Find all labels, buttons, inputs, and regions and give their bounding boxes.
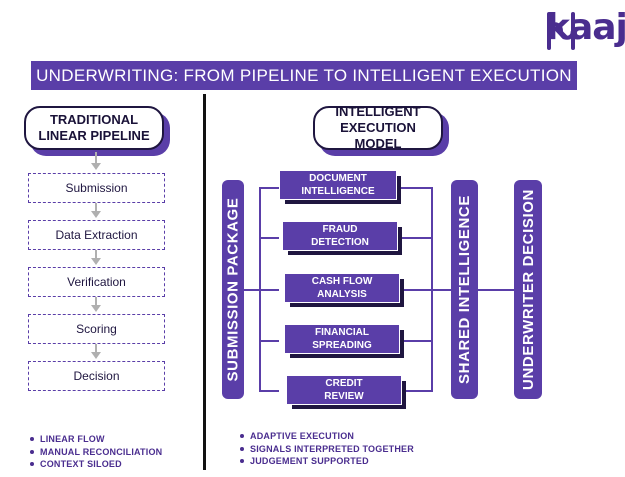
module-document-intelligence: DOCUMENT INTELLIGENCE	[279, 170, 397, 200]
intelligent-header-line2: EXECUTION MODEL	[340, 120, 416, 151]
pipeline-step-verification: Verification	[28, 267, 165, 297]
module-label-line2: DETECTION	[311, 237, 369, 248]
pipeline-step-data-extraction: Data Extraction	[28, 220, 165, 250]
module-credit-review: CREDIT REVIEW	[286, 375, 402, 405]
module-label-line2: INTELLIGENCE	[301, 186, 375, 197]
arrow-stem	[95, 297, 97, 305]
module-label-line1: CASH FLOW	[311, 276, 373, 287]
bullet-item: LINEAR FLOW	[30, 433, 195, 446]
module-label-line2: SPREADING	[312, 340, 372, 351]
module-label-line2: REVIEW	[324, 391, 364, 402]
module-fraud-detection: FRAUD DETECTION	[282, 221, 398, 251]
logo-wordmark: kaaj	[546, 7, 625, 48]
connector-line	[400, 289, 433, 291]
underwriter-decision-label: UNDERWRITER DECISION	[519, 189, 537, 390]
connector-line	[259, 390, 279, 392]
bullet-item: CONTEXT SILOED	[30, 458, 195, 471]
module-label-line1: CREDIT	[325, 378, 363, 389]
shared-intelligence-label: SHARED INTELLIGENCE	[456, 195, 474, 384]
connector-line	[400, 237, 433, 239]
module-label-line1: DOCUMENT	[309, 173, 367, 184]
connector-line	[259, 187, 279, 189]
module-label-line1: FINANCIAL	[315, 327, 369, 338]
arrow-down-icon	[91, 352, 101, 359]
pipeline-step-scoring: Scoring	[28, 314, 165, 344]
arrow-down-icon	[91, 258, 101, 265]
bullet-item: SIGNALS INTERPRETED TOGETHER	[240, 443, 480, 456]
traditional-header: TRADITIONAL LINEAR PIPELINE	[24, 106, 164, 150]
module-label-line1: FRAUD	[322, 224, 358, 235]
kaaj-logo-mark-icon	[547, 12, 575, 50]
connector-line	[259, 237, 279, 239]
intelligent-bullets: ADAPTIVE EXECUTION SIGNALS INTERPRETED T…	[240, 430, 480, 468]
traditional-header-line1: TRADITIONAL	[49, 112, 139, 127]
connector-line	[400, 340, 433, 342]
arrow-down-icon	[91, 211, 101, 218]
module-cash-flow-analysis: CASH FLOW ANALYSIS	[284, 273, 400, 303]
arrow-stem	[95, 344, 97, 352]
module-financial-spreading: FINANCIAL SPREADING	[284, 324, 400, 354]
bullet-item: MANUAL RECONCILIATION	[30, 446, 195, 459]
submission-package-bar: SUBMISSION PACKAGE	[222, 180, 244, 399]
module-label-line2: ANALYSIS	[317, 289, 367, 300]
arrow-down-icon	[91, 305, 101, 312]
connector-line	[400, 187, 433, 189]
arrow-stem	[95, 250, 97, 258]
intelligent-header: INTELLIGENT EXECUTION MODEL	[313, 104, 443, 151]
arrow-stem	[95, 203, 97, 211]
pipeline-step-decision: Decision	[28, 361, 165, 391]
submission-package-label: SUBMISSION PACKAGE	[224, 197, 242, 382]
pipeline-step-submission: Submission	[28, 173, 165, 203]
bullet-item: ADAPTIVE EXECUTION	[240, 430, 480, 443]
connector-line	[243, 289, 260, 291]
connector-line	[259, 289, 279, 291]
bullet-item: JUDGEMENT SUPPORTED	[240, 455, 480, 468]
connector-line	[259, 340, 279, 342]
underwriter-decision-bar: UNDERWRITER DECISION	[514, 180, 542, 399]
connector-line	[431, 289, 451, 291]
arrow-down-icon	[91, 163, 101, 170]
traditional-bullets: LINEAR FLOW MANUAL RECONCILIATION CONTEX…	[30, 433, 195, 471]
connector-line	[478, 289, 514, 291]
arrow-stem	[95, 152, 97, 164]
traditional-header-line2: LINEAR PIPELINE	[38, 128, 150, 143]
column-divider	[203, 94, 206, 470]
shared-intelligence-bar: SHARED INTELLIGENCE	[451, 180, 478, 399]
intelligent-header-line1: INTELLIGENT	[335, 104, 421, 119]
page-title: UNDERWRITING: FROM PIPELINE TO INTELLIGE…	[31, 61, 577, 90]
connector-line	[400, 390, 433, 392]
